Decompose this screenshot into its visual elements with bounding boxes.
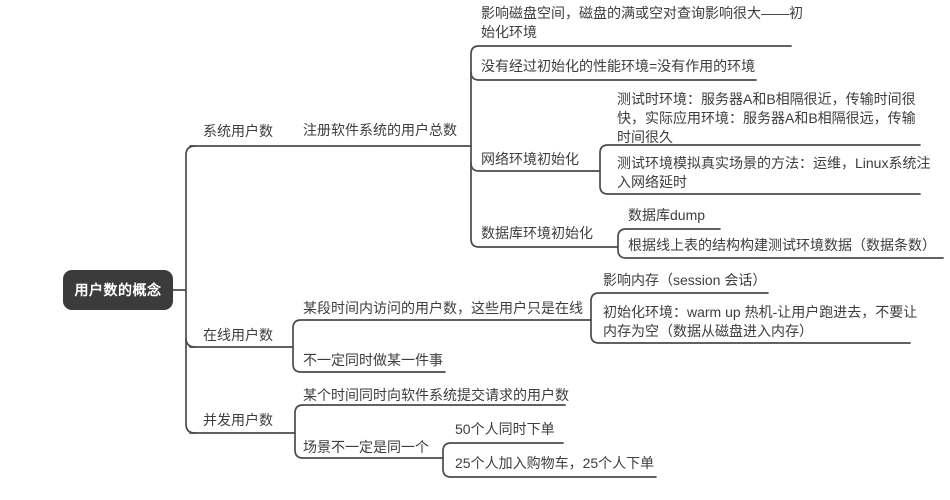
topic-50-order-together[interactable]: 50个人同时下单 [455, 421, 555, 437]
topic-disk-space-impact[interactable]: 影响磁盘空间，磁盘的满或空对查询影响很大——初始化环境 [481, 5, 803, 40]
connector-memory-children [590, 292, 911, 344]
topic-not-same-task[interactable]: 不一定同时做某一件事 [303, 352, 443, 368]
topic-network-env-init[interactable]: 网络环境初始化 [481, 151, 579, 167]
topic-memory-session-impact[interactable]: 影响内存（session 会话） [603, 272, 767, 288]
topic-online-users[interactable]: 在线用户数 [203, 327, 273, 343]
connector-concurrent-children [294, 404, 566, 459]
root-topic-user-count-concept[interactable]: 用户数的概念 [63, 270, 173, 310]
topic-online-users-definition[interactable]: 某段时间内访问的用户数，这些用户只是在线 [303, 300, 583, 316]
topic-build-test-data[interactable]: 根据线上表的结构构建测试环境数据（数据条数） [628, 237, 936, 253]
topic-database-env-init[interactable]: 数据库环境初始化 [481, 225, 593, 241]
connector-online-children [292, 319, 592, 373]
topic-warm-up-environment[interactable]: 初始化环境：warm up 热机-让用户跑进去，不要让内存为空（数据从磁盘进入内… [603, 304, 918, 339]
connector-db-children [617, 228, 944, 259]
topic-concurrent-definition[interactable]: 某个时间同时向软件系统提交请求的用户数 [303, 387, 569, 403]
topic-database-dump[interactable]: 数据库dump [628, 207, 706, 223]
topic-concurrent-users[interactable]: 并发用户数 [203, 412, 273, 428]
connector-scene-children [442, 442, 657, 478]
connector-trunk [185, 145, 196, 434]
topic-scenario-not-same[interactable]: 场景不一定是同一个 [303, 439, 429, 455]
connector-network-children [599, 144, 921, 195]
connector-trunk-mid [185, 337, 196, 348]
connector-system-children [470, 45, 792, 248]
topic-simulate-network-delay[interactable]: 测试环境模拟真实场景的方法：运维，Linux系统注入网络延时 [617, 155, 931, 190]
connector-network [470, 162, 601, 172]
connector-noinit [470, 71, 757, 81]
topic-system-users[interactable]: 系统用户数 [203, 123, 273, 139]
topic-25-cart-25-order[interactable]: 25个人加入购物车，25个人下单 [455, 455, 655, 471]
topic-registered-users-total[interactable]: 注册软件系统的用户总数 [303, 122, 457, 138]
topic-network-test-vs-real[interactable]: 测试时环境：服务器A和B相隔很近，传输时间很快，实际应用环境：服务器A和B相隔很… [617, 91, 916, 145]
topic-no-init-environment[interactable]: 没有经过初始化的性能环境=没有作用的环境 [481, 58, 756, 74]
